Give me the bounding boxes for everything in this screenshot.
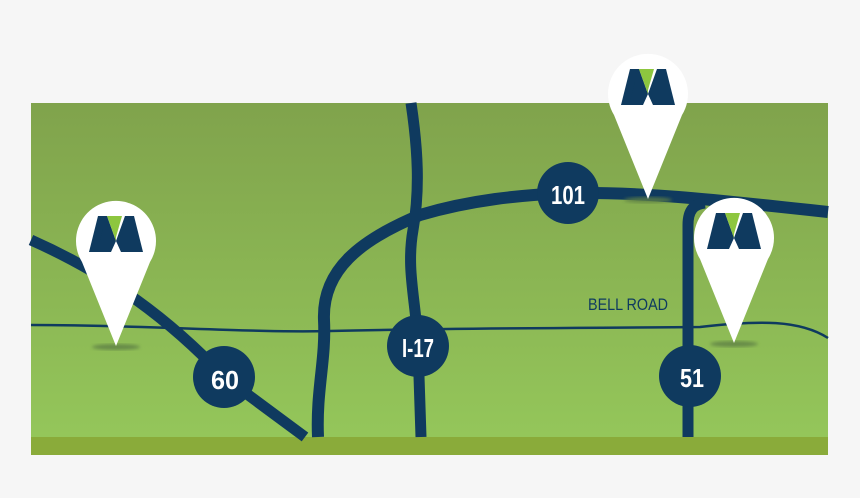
highway-101-road — [311, 186, 829, 438]
svg-text:I-17: I-17 — [402, 333, 434, 363]
highway-shield-60: 60 — [193, 346, 255, 408]
highway-i17-road — [405, 102, 427, 438]
bell-road — [30, 321, 829, 340]
ground-band — [31, 437, 828, 455]
svg-text:51: 51 — [680, 363, 704, 393]
street-label-bell-road: BELL ROAD — [588, 295, 668, 314]
svg-text:60: 60 — [211, 365, 239, 395]
highway-shield-101: 101 — [537, 162, 599, 224]
highway-shield-i17: I-17 — [387, 315, 449, 377]
highway-shield-51: 51 — [659, 345, 721, 407]
highway-51-road — [682, 197, 706, 437]
svg-text:101: 101 — [551, 180, 585, 210]
